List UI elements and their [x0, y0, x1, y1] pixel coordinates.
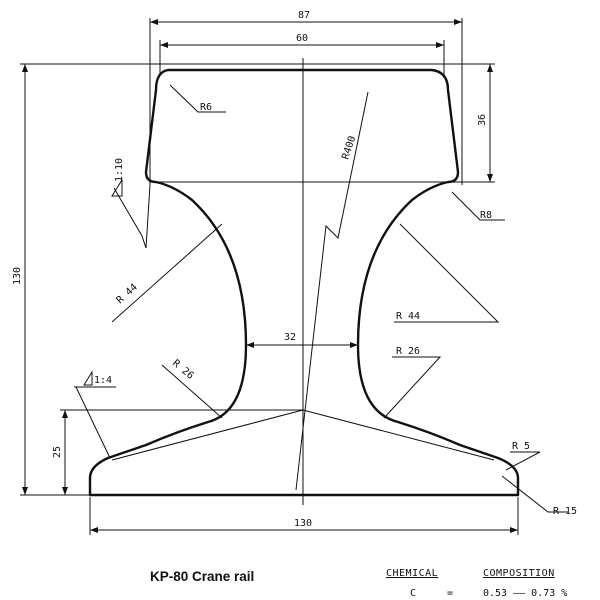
slope-head-mark	[111, 178, 123, 197]
r15-leader	[501, 475, 568, 513]
r8-text: R8	[480, 210, 492, 221]
dim-25-text: 25	[52, 446, 63, 458]
base-slope-left	[111, 409, 304, 461]
chem-range: 0.53 —— 0.73 %	[483, 588, 568, 599]
r44-left-text: R 44	[115, 282, 140, 306]
caption-title: KP-80 Crane rail	[150, 569, 255, 584]
slope-base-mark	[83, 370, 93, 386]
chemical-heading: CHEMICAL	[386, 568, 439, 579]
r44-right-text: R 44	[396, 311, 420, 322]
dim-130w-text: 130	[294, 518, 312, 529]
dim-36-text: 36	[477, 114, 488, 126]
r400-text: R400	[340, 135, 358, 161]
composition-heading: COMPOSITION	[483, 568, 555, 579]
r5-leader	[505, 451, 541, 471]
r26-right-text: R 26	[396, 346, 420, 357]
r8-leader	[451, 191, 505, 221]
base-slope-right	[302, 409, 495, 461]
r6-text: R6	[200, 102, 212, 113]
chem-sign: =	[447, 588, 454, 599]
r26-right-leader	[383, 356, 442, 419]
slope-base-leader	[74, 386, 116, 459]
dim-130h-text: 130	[12, 267, 23, 285]
chem-element: C	[410, 588, 417, 599]
r44-left-leader	[111, 223, 223, 323]
dim-60-text: 60	[296, 33, 308, 44]
slope-base-text: 1:4	[94, 375, 112, 386]
slope-head-text: 1:10	[114, 158, 125, 182]
r15-text: R 15	[553, 506, 577, 517]
rail-profile-outline	[88, 68, 520, 497]
r400-leader	[295, 91, 369, 491]
dim-87-text: 87	[298, 10, 310, 21]
r6-leader	[169, 84, 226, 113]
slope-head-leader	[113, 184, 151, 249]
r26-left-text: R 26	[170, 358, 196, 382]
dim-32-text: 32	[284, 332, 296, 343]
r44-right-leader	[394, 223, 500, 323]
r5-text: R 5	[512, 441, 530, 452]
r26-left-leader	[161, 364, 223, 419]
